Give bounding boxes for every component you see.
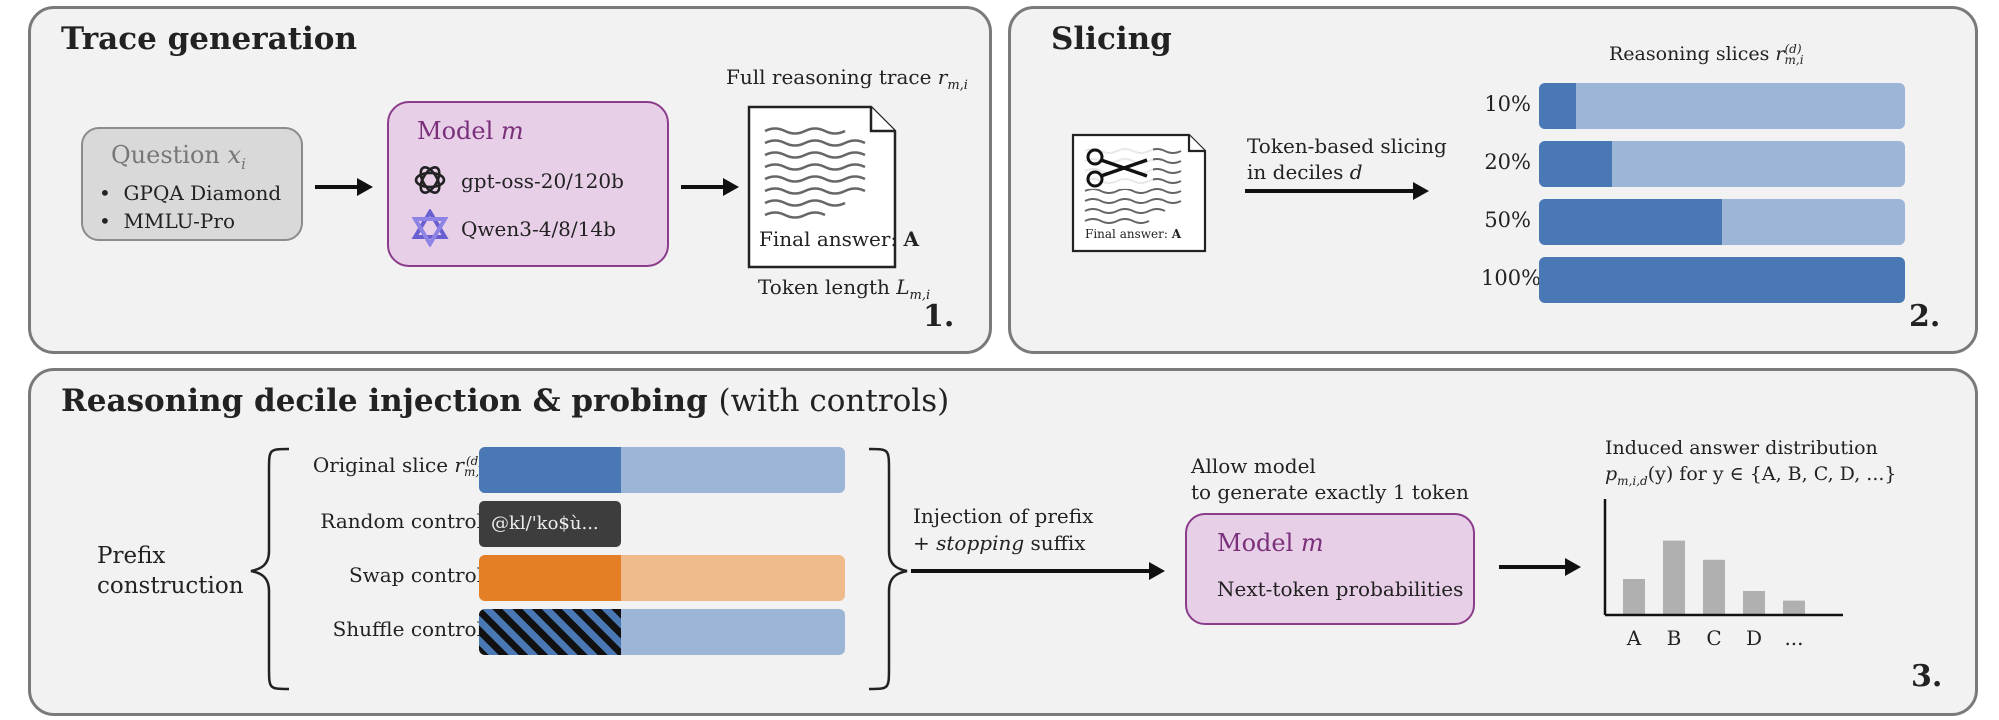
left-brace xyxy=(250,447,290,691)
original-slice-bar xyxy=(479,447,845,493)
openai-logo-icon xyxy=(411,161,449,203)
model-box: Model m Next-token probabilities xyxy=(1185,513,1475,625)
chart-category-label: A xyxy=(1626,626,1642,650)
row-label: Shuffle control xyxy=(332,617,483,641)
distribution-label: Induced answer distribution pm,i,d(y) fo… xyxy=(1605,437,1897,488)
slice-percent-label: 10% xyxy=(1484,92,1531,116)
row-label: Original slice r(d)m,i xyxy=(312,453,483,479)
trace-label: Full reasoning trace rm,i xyxy=(726,65,968,93)
row-label: Random control xyxy=(320,509,483,533)
panel-title: Slicing xyxy=(1051,21,1172,57)
slice-percent-label: 50% xyxy=(1484,208,1531,232)
chart-bar xyxy=(1743,591,1765,615)
shuffle-control-prefix xyxy=(479,609,621,655)
slicing-arrow xyxy=(1245,182,1429,200)
slice-percent-label: 20% xyxy=(1484,150,1531,174)
panel-number: 2. xyxy=(1909,299,1941,334)
right-arrow-icon xyxy=(1499,558,1581,576)
slices-label: Reasoning slices r(d)m,i xyxy=(1609,42,1804,67)
row-label: Swap control xyxy=(348,563,483,587)
right-arrow-icon xyxy=(315,178,373,196)
right-brace xyxy=(868,447,908,691)
document-icon: Final answer: A xyxy=(1071,133,1207,253)
model-label: Model m xyxy=(417,117,524,145)
panel-title: Trace generation xyxy=(61,21,358,57)
injection-probing-panel: Reasoning decile injection & probing (wi… xyxy=(28,368,1978,716)
chart-bar xyxy=(1663,540,1685,615)
question-list-item: • MMLU-Pro xyxy=(99,209,235,233)
right-arrow-icon xyxy=(681,178,739,196)
qwen-logo-icon xyxy=(411,208,449,251)
slice-bar-fill xyxy=(1539,141,1613,187)
slice-bar-fill xyxy=(1539,83,1576,129)
injection-label: Injection of prefix + stopping suffix xyxy=(913,504,1094,555)
swap-control-bar xyxy=(479,555,845,601)
model-entry: gpt-oss-20/120b xyxy=(461,169,624,193)
chart-bar xyxy=(1783,600,1805,615)
panel-number: 1. xyxy=(923,299,955,334)
final-answer-text: Final answer: A xyxy=(1085,227,1182,241)
document-icon: Final answer: A xyxy=(747,105,919,269)
allow-model-label: Allow model to generate exactly 1 token xyxy=(1191,454,1469,504)
model-label: Model m xyxy=(1217,529,1324,557)
question-box: Question xi • GPQA Diamond • MMLU-Pro xyxy=(81,127,303,241)
slice-bar xyxy=(1539,141,1905,187)
prefix-construction-label: Prefix construction xyxy=(97,543,244,599)
random-control-text: @kl/'ko$ù... xyxy=(491,513,599,534)
question-label: Question xi xyxy=(111,141,246,173)
slice-bar xyxy=(1539,83,1905,129)
final-answer-text: Final answer: A xyxy=(759,227,920,251)
panel3-graphics xyxy=(250,447,1581,691)
slice-percent-label: 100% xyxy=(1481,266,1542,290)
slicing-arrow-label: Token-based slicing in deciles d xyxy=(1247,134,1447,184)
chart-category-label: ... xyxy=(1784,626,1803,650)
chart-bar xyxy=(1703,559,1725,615)
slicing-panel: Slicing xyxy=(1008,6,1978,354)
right-arrow-icon xyxy=(911,562,1165,580)
slice-bar xyxy=(1539,257,1905,303)
panel-title: Reasoning decile injection & probing (wi… xyxy=(61,383,950,419)
model-sublabel: Next-token probabilities xyxy=(1217,577,1464,601)
scissors-icon xyxy=(1083,147,1153,193)
shuffle-control-bar xyxy=(479,609,845,655)
chart-category-label: C xyxy=(1706,626,1721,650)
right-arrow-icon xyxy=(1245,182,1429,200)
swap-control-prefix xyxy=(479,555,621,601)
slice-bar-fill xyxy=(1539,199,1722,245)
original-slice-prefix xyxy=(479,447,621,493)
model-box: Model m gpt-oss-20/120b Qwen3-4/8/14b xyxy=(387,101,669,267)
token-length-label: Token length Lm,i xyxy=(758,275,931,303)
slice-bar-fill xyxy=(1539,257,1905,303)
slice-bar xyxy=(1539,199,1905,245)
chart-bar xyxy=(1623,579,1645,615)
question-list-item: • GPQA Diamond xyxy=(99,181,282,205)
chart-category-label: D xyxy=(1746,626,1762,650)
panel-number: 3. xyxy=(1911,659,1943,694)
panel1-arrows xyxy=(315,178,739,196)
trace-generation-panel: Trace generation Question xi • GPQA Diam… xyxy=(28,6,992,354)
random-control-chip: @kl/'ko$ù... xyxy=(479,501,621,547)
model-entry: Qwen3-4/8/14b xyxy=(461,217,616,241)
chart-category-label: B xyxy=(1667,626,1682,650)
